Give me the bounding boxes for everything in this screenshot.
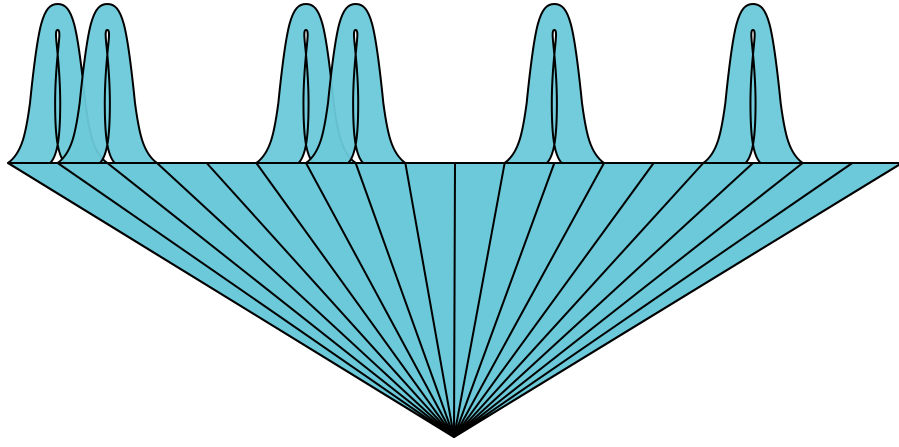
arch-layer	[8, 4, 803, 163]
arch-5	[703, 4, 802, 163]
arch-4	[505, 4, 604, 163]
fan-layer	[8, 163, 899, 437]
fan-spoke-9	[454, 163, 455, 437]
